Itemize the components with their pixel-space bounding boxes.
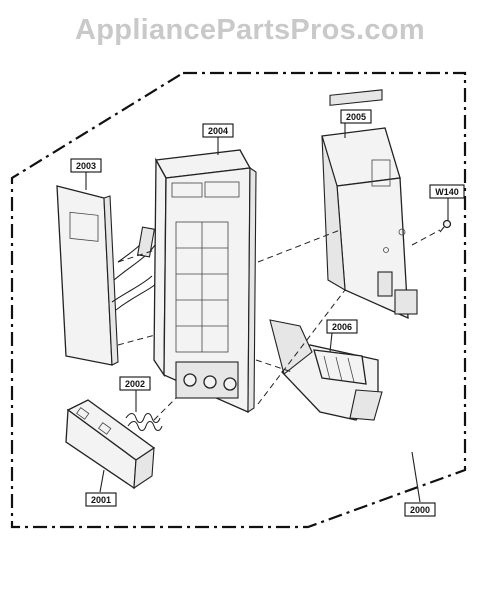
label-w140: W140 xyxy=(429,184,465,199)
label-2003: 2003 xyxy=(70,158,102,173)
label-2006-text: 2006 xyxy=(332,322,352,332)
label-2001: 2001 xyxy=(85,492,117,507)
spring-part xyxy=(125,412,163,432)
label-2000-text: 2000 xyxy=(410,505,430,515)
label-2002: 2002 xyxy=(119,376,151,391)
label-2001-text: 2001 xyxy=(91,495,111,505)
site-watermark: AppliancePartsPros.com xyxy=(75,14,425,46)
label-2005: 2005 xyxy=(340,109,372,124)
control-panel-part xyxy=(153,149,257,414)
alignment-lines xyxy=(117,229,441,421)
label-w140-text: W140 xyxy=(435,187,459,197)
leader-lines xyxy=(85,123,449,503)
label-2000: 2000 xyxy=(404,502,436,517)
label-2003-text: 2003 xyxy=(76,161,96,171)
label-2002-text: 2002 xyxy=(125,379,145,389)
bracket-part xyxy=(269,319,383,421)
label-2005-text: 2005 xyxy=(346,112,366,122)
door-panel-part xyxy=(56,185,157,366)
label-2006: 2006 xyxy=(326,319,358,334)
label-2004: 2004 xyxy=(202,123,234,138)
screw-part xyxy=(439,219,452,233)
assembly-boundary xyxy=(10,71,467,529)
label-2004-text: 2004 xyxy=(208,126,228,136)
pcb-board-part xyxy=(321,89,418,320)
button-cover-part xyxy=(65,399,156,490)
